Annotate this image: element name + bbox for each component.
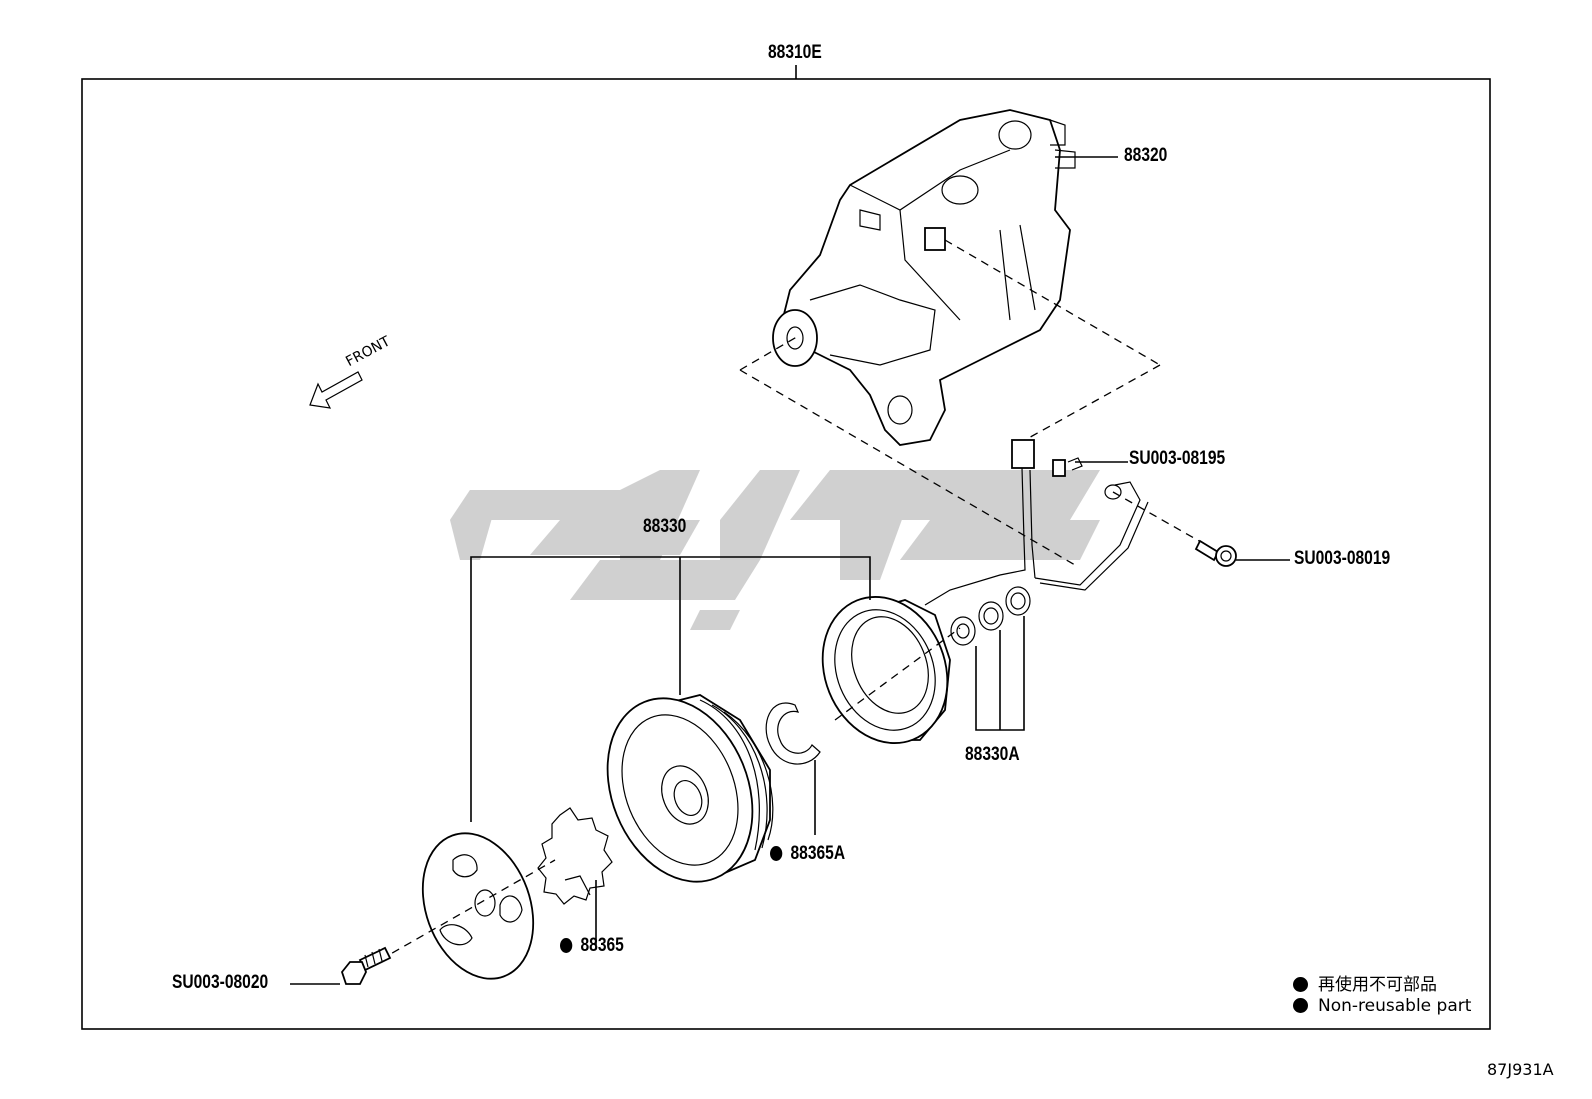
label-88330: 88330 xyxy=(643,516,687,537)
legend-en: Non-reusable part xyxy=(1293,996,1471,1016)
legend-jp: 再使用不可部品 xyxy=(1293,970,1437,995)
label-88310e: 88310E xyxy=(768,42,822,63)
label-su003-08019: SU003-08019 xyxy=(1294,548,1391,569)
watermark-logo xyxy=(450,470,1100,630)
non-reusable-dot-icon xyxy=(770,846,783,861)
leader-88330-bracket xyxy=(470,556,871,822)
assembly-frame xyxy=(81,78,1491,1030)
field-coil xyxy=(821,596,951,744)
label-88365: 88365 xyxy=(560,935,624,957)
label-su003-08020: SU003-08020 xyxy=(172,972,269,993)
shaft-dash-2 xyxy=(379,859,556,961)
compressor-illustration xyxy=(772,109,1076,446)
legend-dot-icon xyxy=(1293,998,1308,1013)
label-88365a: 88365A xyxy=(770,843,845,865)
harness-connector xyxy=(924,439,1149,606)
figure-id: 87J931A xyxy=(1487,1060,1554,1079)
serrated-ring xyxy=(537,807,613,905)
label-su003-08195: SU003-08195 xyxy=(1129,448,1226,469)
ground-dash xyxy=(1112,491,1216,551)
non-reusable-dot-icon xyxy=(560,938,573,953)
legend-dot-icon xyxy=(1293,977,1308,992)
center-bolt-icon xyxy=(340,946,392,985)
ground-bolt-icon xyxy=(1194,539,1237,567)
shim-rings xyxy=(950,586,1031,646)
label-88330a: 88330A xyxy=(965,744,1020,765)
snap-ring xyxy=(765,702,821,765)
armature-plate xyxy=(421,832,535,980)
shaft-dash-1 xyxy=(834,627,961,721)
leader-88330a xyxy=(975,616,1025,731)
label-88320: 88320 xyxy=(1124,145,1168,166)
pulley xyxy=(606,694,774,883)
front-arrow-icon xyxy=(309,371,363,409)
mounting-plane xyxy=(739,239,1161,566)
